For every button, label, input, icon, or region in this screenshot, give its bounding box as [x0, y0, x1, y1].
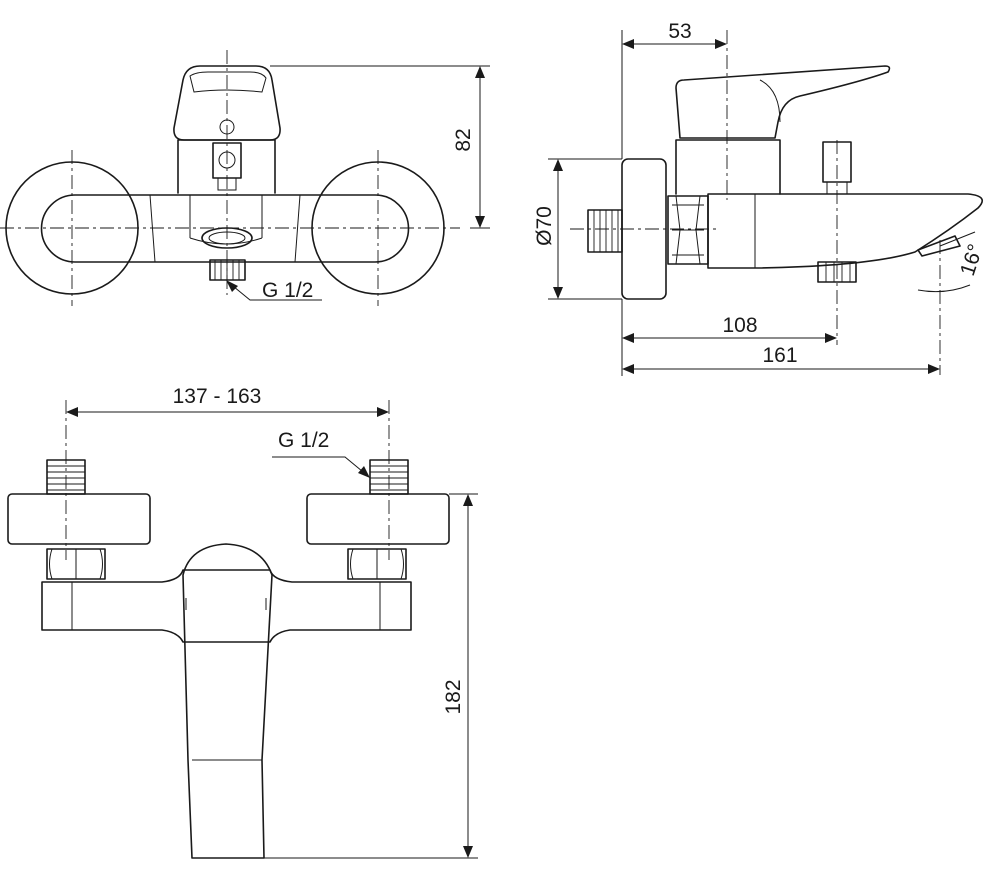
top-view: 137 - 163 G 1/2 182 [7, 385, 478, 859]
dim-side-outlet-distance: 108 [722, 314, 757, 337]
top-lever [182, 543, 273, 859]
outlet-thread [209, 259, 246, 281]
dim-side-total-length: 161 [762, 344, 797, 367]
dim-top-total-depth: 182 [442, 679, 465, 714]
wall-thread [587, 209, 623, 253]
dim-top-inlet-thread: G 1/2 [278, 429, 329, 452]
dim-side-diameter: Ø70 [533, 206, 556, 246]
dim-side-spout-offset: 53 [668, 20, 691, 43]
side-body [707, 193, 984, 269]
right-rosette-top [306, 493, 450, 545]
side-bottom-outlet [817, 261, 857, 283]
side-lever [675, 65, 891, 139]
top-body-bar [41, 569, 412, 643]
spout-aerator [917, 235, 961, 257]
dim-side-spout-angle: 16° [956, 241, 988, 278]
dim-front-height: 82 [452, 128, 475, 151]
front-view: 82 G 1/2 [0, 50, 490, 306]
mixer-body [40, 194, 410, 263]
left-rosette-top [7, 493, 151, 545]
lever-handle [173, 65, 281, 141]
dim-top-inlet-spacing: 137 - 163 [173, 385, 262, 408]
dim-front-thread: G 1/2 [262, 279, 313, 302]
lever-cartridge [177, 139, 276, 194]
side-cartridge [675, 139, 781, 195]
side-view: 53 Ø70 16° 108 161 [533, 20, 988, 376]
